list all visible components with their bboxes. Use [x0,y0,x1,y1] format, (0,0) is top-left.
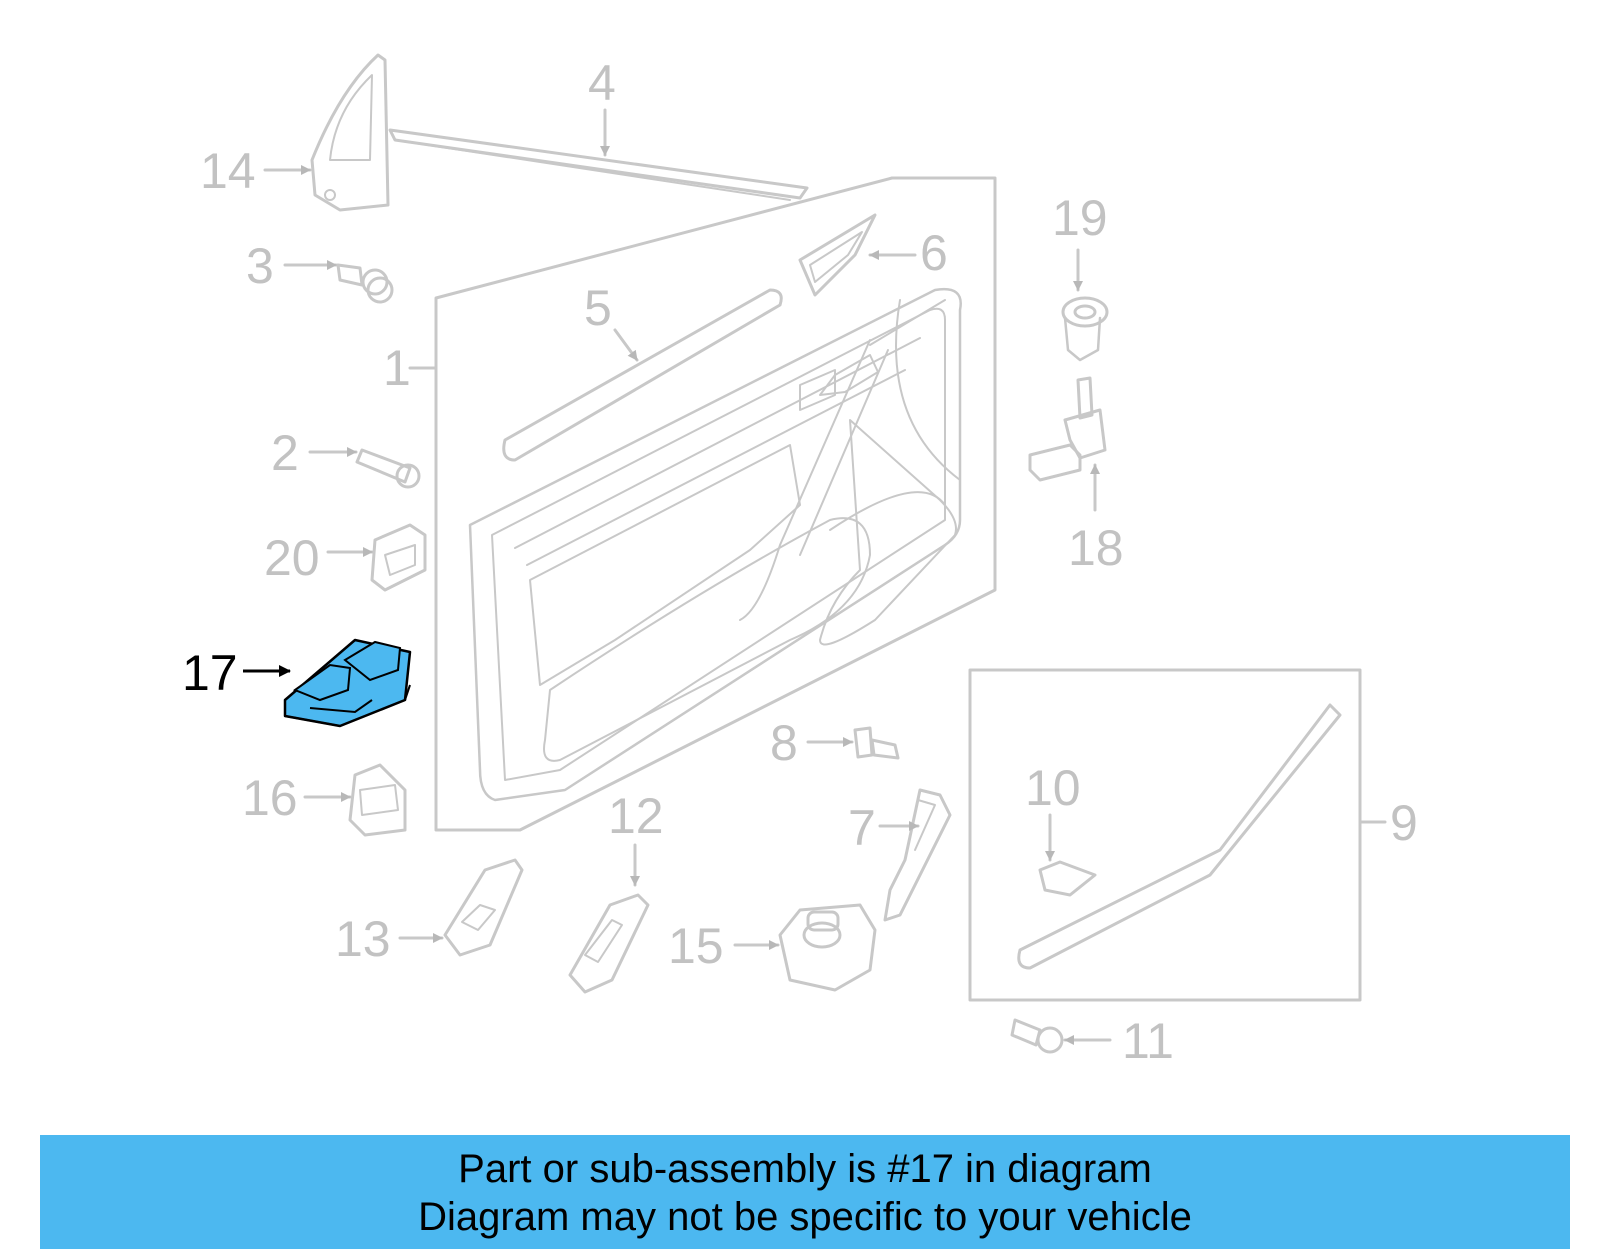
screw-part-2 [308,447,421,489]
callout-12: 12 [608,788,664,844]
callout-19: 19 [1052,190,1108,246]
callout-15: 15 [668,918,724,974]
switch-part-20 [326,523,427,592]
callout-14: 14 [200,143,256,199]
trim-strip-part-9 [968,668,1387,1002]
callout-17: 17 [182,645,238,701]
trim-strip-part-5 [502,288,783,462]
callout-9: 9 [1390,795,1418,851]
callout-16: 16 [242,770,298,826]
callout-7: 7 [848,800,876,856]
callout-5: 5 [584,280,612,336]
banner-line-1: Part or sub-assembly is #17 in diagram [458,1147,1152,1191]
callouts: 1 2 3 4 5 6 7 8 9 10 11 12 13 14 15 16 1… [182,55,1418,1069]
grommet-part-19 [1061,248,1109,362]
window-switch-part-13 [398,858,524,957]
callout-2: 2 [271,425,299,481]
bracket-part-18 [1028,376,1107,512]
switch-part-16 [303,763,407,837]
mirror-switch-part-15 [733,903,877,992]
callout-18: 18 [1068,520,1124,576]
callout-13: 13 [335,911,391,967]
callout-11: 11 [1122,1013,1174,1069]
clip-part-10 [1038,813,1097,897]
info-banner: Part or sub-assembly is #17 in diagram D… [40,1135,1570,1249]
callout-10: 10 [1025,760,1081,816]
parts-diagram: 1 2 3 4 5 6 7 8 9 10 11 12 13 14 15 16 1… [182,53,1418,1069]
clip-part-3 [283,260,394,304]
screw-part-11 [1010,1018,1112,1054]
callout-1: 1 [383,340,411,396]
callout-4: 4 [588,55,616,111]
callout-3: 3 [246,238,274,294]
door-trim-panel-part-1 [408,176,997,832]
screw-part-8 [806,726,900,760]
callout-6: 6 [920,225,948,281]
handle-bezel-part-6 [798,213,917,297]
weatherstrip-part-4 [388,108,809,201]
callout-8: 8 [770,715,798,771]
banner-line-2: Diagram may not be specific to your vehi… [418,1195,1192,1239]
window-switch-part-17[interactable] [283,638,412,728]
callout-20: 20 [264,530,320,586]
bracket-part-7 [878,788,952,922]
mirror-trim-part-14 [263,53,390,212]
window-switch-part-12 [568,843,650,994]
